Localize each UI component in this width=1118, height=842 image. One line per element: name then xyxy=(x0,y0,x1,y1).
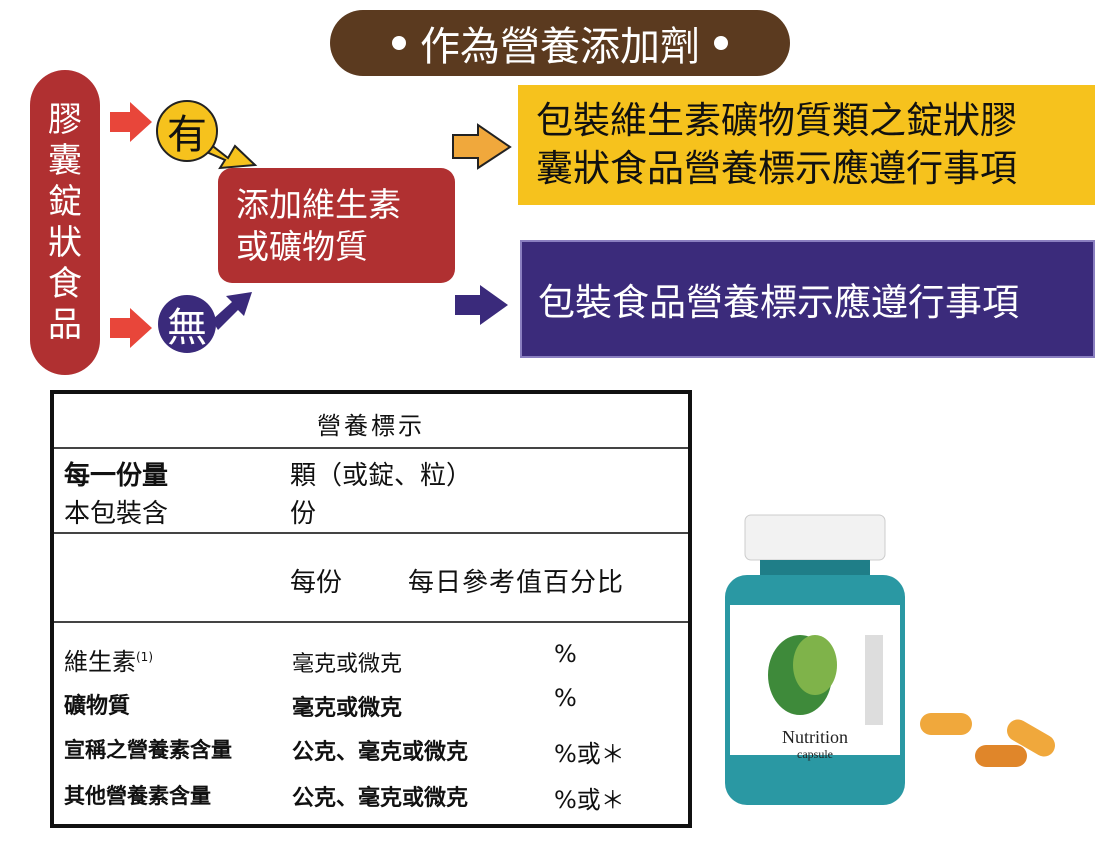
line: 囊狀食品營養標示應遵行事項 xyxy=(536,147,1017,190)
yes-badge: 有 xyxy=(156,100,218,162)
packaged-food-regulation-box: 包裝食品營養標示應遵行事項 xyxy=(520,240,1095,358)
title-text: 作為營養添加劑 xyxy=(420,24,700,70)
char: 錠 xyxy=(48,181,82,222)
capsule-tablet-food-label: 膠囊錠狀食品 xyxy=(30,70,100,375)
capsule-icon xyxy=(1007,719,1055,757)
no-badge: 無 xyxy=(158,295,216,353)
row-name: 維生素(1) xyxy=(64,642,153,677)
table-title-row: 營養標示 xyxy=(54,394,688,449)
footnote-mark: (1) xyxy=(136,650,153,664)
serving-value: 顆（或錠、粒） xyxy=(290,461,473,491)
dv: %或＊ xyxy=(554,786,625,814)
col-per-serving: 每份 xyxy=(290,568,343,598)
col-daily-value: 每日參考值百分比 xyxy=(408,568,625,598)
package-label: 本包裝含 xyxy=(64,499,169,529)
char: 品 xyxy=(48,304,82,345)
arrow-right-icon xyxy=(110,102,152,142)
dv: % xyxy=(554,640,577,668)
unit: 毫克或微克 xyxy=(292,696,403,721)
bottle-neck xyxy=(760,560,870,578)
line: 或礦物質 xyxy=(236,226,368,266)
arrow-curve-icon xyxy=(212,292,252,330)
char: 狀 xyxy=(48,222,82,263)
package-value: 份 xyxy=(290,499,317,529)
nutrient-name: 礦物質 xyxy=(64,694,131,719)
char: 食 xyxy=(48,263,82,304)
bullet-icon xyxy=(714,36,728,50)
arrow-right-icon xyxy=(455,285,508,325)
capsule-icon xyxy=(975,745,1027,767)
supplement-bottle-illustration: Nutrition capsule xyxy=(725,514,1055,805)
added-vitamin-mineral-box: 添加維生素或礦物質 xyxy=(218,168,455,283)
title-banner: 作為營養添加劑 xyxy=(330,10,790,76)
vitamin-mineral-regulation-box: 包裝維生素礦物質類之錠狀膠囊狀食品營養標示應遵行事項 xyxy=(518,85,1095,205)
table-title: 營養標示 xyxy=(317,412,425,440)
unit: 公克、毫克或微克 xyxy=(292,740,469,765)
dv: %或＊ xyxy=(554,740,625,768)
dv: % xyxy=(554,684,577,712)
serving-label: 每一份量 xyxy=(64,461,169,491)
char: 膠 xyxy=(48,99,82,140)
arrow-right-icon xyxy=(110,308,152,348)
nutrition-facts-table: 營養標示 每一份量 顆（或錠、粒） 本包裝含 份 每份 每日參考值百分比 維生素… xyxy=(50,390,692,828)
line: 包裝維生素礦物質類之錠狀膠 xyxy=(536,99,1017,142)
nutrient-name: 維生素 xyxy=(64,648,136,676)
bottle-label-subtext: capsule xyxy=(797,747,833,761)
line: 添加維生素 xyxy=(236,184,401,224)
column-header-row: 每份 每日參考值百分比 xyxy=(54,534,688,623)
nutrient-name: 其他營養素含量 xyxy=(64,784,211,808)
unit: 公克、毫克或微克 xyxy=(292,786,469,811)
serving-row: 每一份量 顆（或錠、粒） 本包裝含 份 xyxy=(54,449,688,534)
capsule-icon xyxy=(920,713,972,735)
bottle-label-text: Nutrition xyxy=(782,727,848,747)
bullet-icon xyxy=(392,36,406,50)
unit: 毫克或微克 xyxy=(292,652,403,677)
arrow-right-icon xyxy=(452,123,512,170)
bottle-cap xyxy=(744,514,886,561)
nutrient-name: 宣稱之營養素含量 xyxy=(64,738,232,762)
char: 囊 xyxy=(48,140,82,181)
